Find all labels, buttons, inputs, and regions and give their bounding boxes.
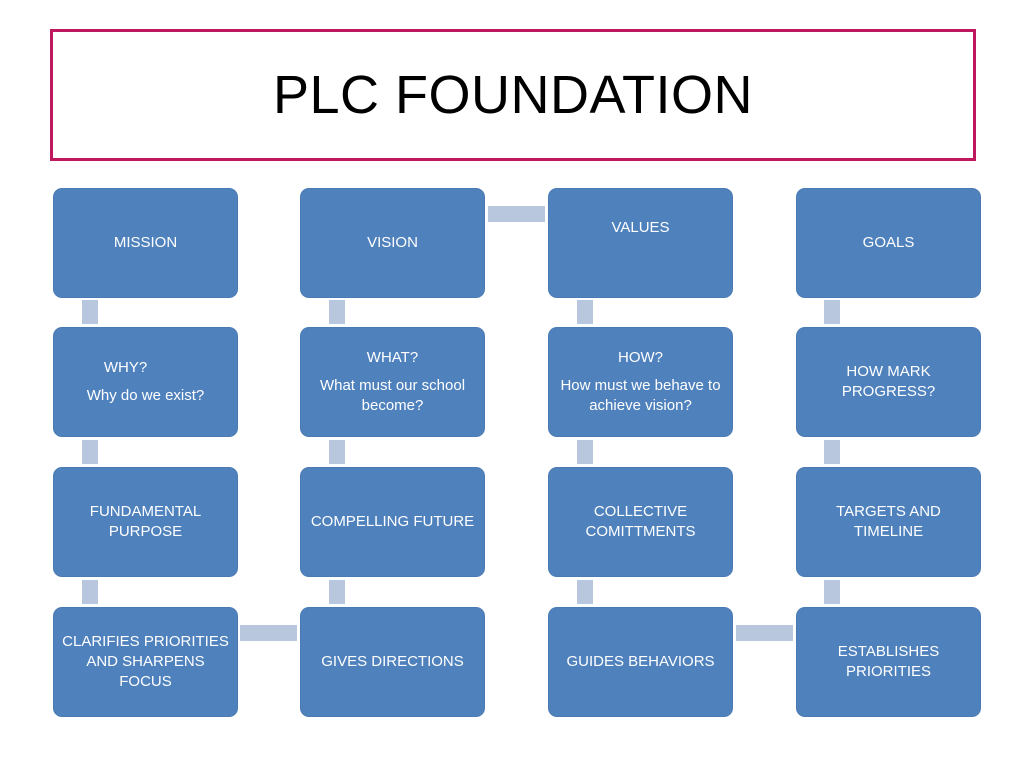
connector-vertical xyxy=(577,580,593,604)
connector-horizontal xyxy=(736,625,793,641)
node-guides-behaviors: GUIDES BEHAVIORS xyxy=(549,608,732,716)
node-label: VISION xyxy=(367,234,418,251)
connector-horizontal xyxy=(240,625,297,641)
node-label: ESTABLISHES PRIORITIES xyxy=(837,643,940,680)
node-establishes-priorities: ESTABLISHES PRIORITIES xyxy=(797,608,980,716)
node-label-question: HOW? xyxy=(618,349,663,366)
node-fundamental-purpose: FUNDAMENTAL PURPOSE xyxy=(54,468,237,576)
node-label-question: WHY? xyxy=(103,359,148,376)
connector-vertical xyxy=(329,580,345,604)
node-label: VALUES xyxy=(611,219,670,236)
node-vision: VISION xyxy=(301,189,484,297)
node-label-detail: HOW MARK PROGRESS? xyxy=(841,363,936,400)
node-how-mark-progress: HOW MARK PROGRESS? xyxy=(797,328,980,436)
connector-vertical xyxy=(577,440,593,464)
connector-vertical xyxy=(824,440,840,464)
connector-vertical xyxy=(824,300,840,324)
node-label: GIVES DIRECTIONS xyxy=(321,653,464,670)
node-label: MISSION xyxy=(113,234,178,251)
node-label-detail: What must our school become? xyxy=(319,377,466,414)
node-label-detail: How must we behave to achieve vision? xyxy=(560,377,721,414)
node-label: GUIDES BEHAVIORS xyxy=(566,653,715,670)
node-label-detail: Why do we exist? xyxy=(86,387,205,404)
connector-vertical xyxy=(82,580,98,604)
node-clarifies-priorities: CLARIFIES PRIORITIES AND SHARPENS FOCUS xyxy=(54,608,237,716)
node-targets-timeline: TARGETS AND TIMELINE xyxy=(797,468,980,576)
connector-vertical xyxy=(82,300,98,324)
node-label: GOALS xyxy=(862,234,915,251)
node-collective-commitments: COLLECTIVE COMITTMENTS xyxy=(549,468,732,576)
node-label: COLLECTIVE COMITTMENTS xyxy=(585,503,696,540)
node-label: TARGETS AND TIMELINE xyxy=(836,503,941,540)
node-goals: GOALS xyxy=(797,189,980,297)
node-compelling-future: COMPELLING FUTURE xyxy=(301,468,484,576)
connector-vertical xyxy=(82,440,98,464)
node-values: VALUES xyxy=(549,189,732,297)
connector-horizontal xyxy=(488,206,545,222)
page-title: PLC FOUNDATION xyxy=(272,65,754,125)
node-gives-directions: GIVES DIRECTIONS xyxy=(301,608,484,716)
node-why: WHY? Why do we exist? xyxy=(54,328,237,436)
connector-vertical xyxy=(824,580,840,604)
node-label: FUNDAMENTAL PURPOSE xyxy=(89,503,202,540)
connector-vertical xyxy=(329,440,345,464)
node-label: COMPELLING FUTURE xyxy=(310,513,475,530)
node-what: WHAT? What must our school become? xyxy=(301,328,484,436)
title-box: PLC FOUNDATION xyxy=(50,29,976,161)
node-label-question: WHAT? xyxy=(366,349,419,366)
connector-vertical xyxy=(577,300,593,324)
connector-vertical xyxy=(329,300,345,324)
node-mission: MISSION xyxy=(54,189,237,297)
node-how: HOW? How must we behave to achieve visio… xyxy=(549,328,732,436)
node-label: CLARIFIES PRIORITIES AND SHARPENS FOCUS xyxy=(62,633,229,690)
